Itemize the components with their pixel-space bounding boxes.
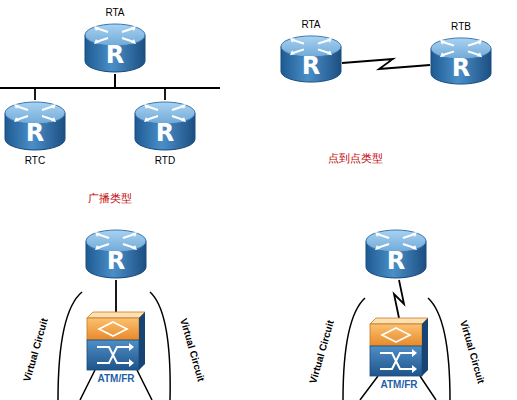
circuit-line [360, 376, 436, 400]
link-line [115, 280, 117, 312]
router-arrows [96, 28, 134, 42]
switch-top [370, 318, 428, 324]
virtual-circuit-label: Virtual Circuit [176, 317, 207, 384]
switch-symbol [382, 328, 410, 342]
switch-arrows [380, 353, 412, 369]
virtual-circuit-curve [343, 298, 365, 400]
switch-side [139, 312, 145, 370]
router-node: RTAR [280, 34, 342, 84]
switch-side [422, 318, 428, 376]
router-arrows [292, 40, 330, 53]
type-caption: 点到点类型 [328, 151, 383, 165]
switch-arrows [97, 347, 129, 363]
router-glyph: R [85, 248, 147, 274]
circuit-line [80, 370, 152, 400]
switch-node: ATM/FR [370, 318, 428, 376]
router-glyph: R [280, 53, 342, 79]
router-name: RTA [105, 7, 124, 19]
router-node: R [85, 228, 147, 280]
switch-arrowheads [129, 343, 134, 367]
network-label: ATM/FR [380, 379, 417, 391]
switch-icon [370, 318, 428, 376]
switch-upper [370, 324, 422, 346]
router-node: RRTD [134, 100, 196, 152]
router-node: RTBR [430, 36, 492, 86]
router-glyph: R [365, 248, 427, 274]
virtual-circuit-label: Virtual Circuit [20, 317, 51, 384]
router-glyph: R [134, 120, 196, 146]
router-name: RTA [301, 19, 320, 31]
router-glyph: R [4, 120, 66, 146]
router-glyph: R [84, 42, 146, 68]
router-node: RTAR [84, 22, 146, 74]
router-arrows [442, 42, 480, 55]
switch-upper [87, 318, 139, 340]
switch-top [87, 312, 145, 318]
link-line [115, 74, 165, 100]
switch-icon [87, 312, 145, 370]
router-name: RTD [155, 155, 175, 167]
router-arrows [97, 234, 135, 248]
router-glyph: R [430, 55, 492, 81]
router-arrows [146, 106, 184, 120]
virtual-circuit-label: Virtual Circuit [306, 319, 337, 386]
router-name: RTC [25, 155, 45, 167]
link-line [394, 280, 404, 318]
router-arrows [377, 234, 415, 248]
virtual-circuit-label: Virtual Circuit [456, 319, 487, 386]
virtual-circuit-curve [428, 298, 450, 400]
network-label: ATM/FR [97, 373, 134, 385]
type-caption: 广播类型 [88, 191, 132, 205]
virtual-circuit-curve [58, 292, 82, 400]
router-node: RRTC [4, 100, 66, 152]
switch-arrowheads [412, 349, 417, 373]
link-line [35, 74, 115, 100]
router-arrows [16, 106, 54, 120]
switch-lower [87, 340, 139, 370]
router-node: R [365, 228, 427, 280]
switch-lower [370, 346, 422, 376]
router-name: RTB [451, 21, 471, 33]
link-line [342, 59, 430, 69]
switch-symbol [99, 322, 127, 336]
virtual-circuit-curve [150, 292, 170, 400]
switch-node: ATM/FR [87, 312, 145, 370]
